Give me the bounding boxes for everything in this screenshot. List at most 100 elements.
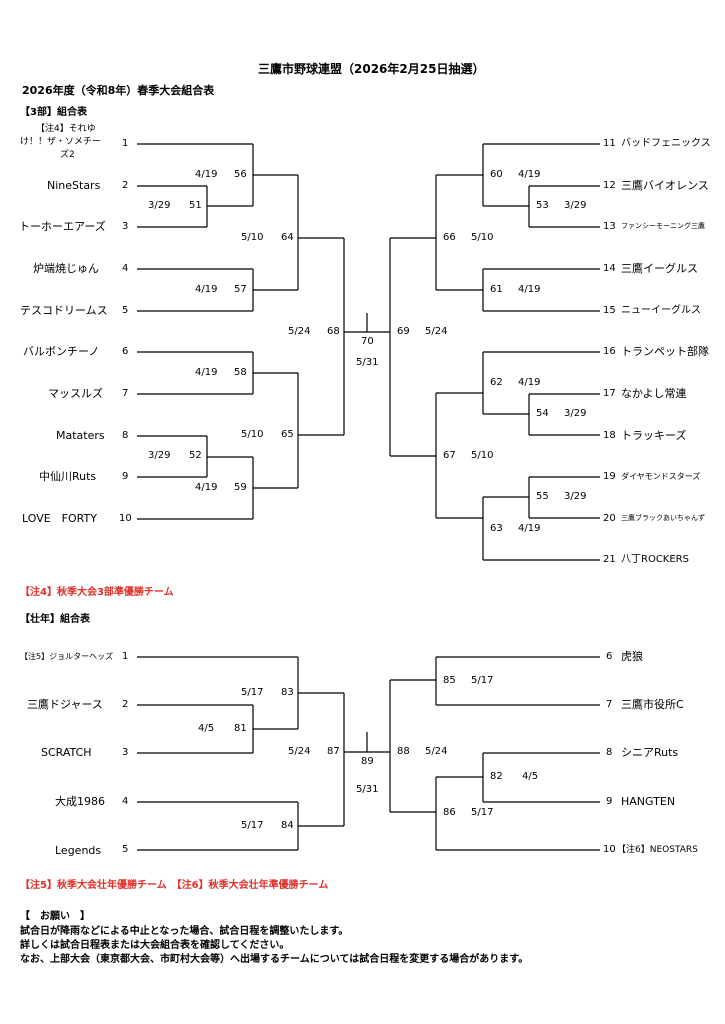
team-name: 大成1986 [55,795,105,808]
game-date: 4/5 [198,723,215,734]
game-number: 64 [281,232,294,243]
team-name: Mataters [56,429,105,442]
game-number: 60 [490,169,503,180]
game-number: 66 [443,232,456,243]
team-name: SCRATCH [41,746,92,759]
team-name: 三鷹イーグルス [621,262,698,275]
game-number: 63 [490,523,503,534]
team-number: 17 [603,388,616,399]
team-number: 12 [603,180,616,191]
game-date: 4/19 [518,284,541,295]
game-date: 5/10 [241,232,264,243]
page-subtitle: 2026年度（令和8年）春季大会組合表 [22,84,215,97]
team-name: なかよし常連 [621,387,687,400]
game-date: 5/24 [425,746,448,757]
div3-label: 【3部】組合表 [20,107,87,118]
game-date: 4/5 [522,771,539,782]
team-name: け！！ザ・ソメチー [20,137,102,147]
game-date: 3/29 [148,200,171,211]
game-date: 3/29 [564,200,587,211]
game-number: 52 [189,450,202,461]
team-number: 7 [122,388,129,399]
game-number: 58 [234,367,247,378]
team-number: 16 [603,346,616,357]
team-number: 10 [119,513,132,524]
team-name: 三鷹市役所C [621,698,684,711]
team-name: NineStars [47,179,101,192]
team-number: 5 [122,844,129,855]
senior-label: 【壮年】組合表 [20,614,90,625]
game-date: 5/17 [241,820,264,831]
team-number: 2 [122,180,129,191]
team-name: バルボンチーノ [23,345,100,358]
team-name: ダイヤモンドスターズ [621,472,701,481]
game-date: 3/29 [564,491,587,502]
team-name: 三鷹ドジャース [27,698,103,711]
team-name: バッドフェニックス [621,138,711,149]
team-name: 三鷹ブラックあいちゃんず [621,514,705,522]
game-date: 5/24 [425,326,448,337]
team-name: 三鷹バイオレンス [621,179,709,192]
team-number: 10 [603,844,616,855]
game-number: 61 [490,284,503,295]
team-number: 3 [122,747,129,758]
game-number: 87 [327,746,340,757]
team-number: 18 [603,430,616,441]
game-number: 89 [361,756,374,767]
game-date: 5/10 [471,232,494,243]
game-number: 86 [443,807,456,818]
page-title: 三鷹市野球連盟（2026年2月25日抽選） [258,62,485,76]
game-number: 51 [189,200,202,211]
game-number: 84 [281,820,294,831]
team-name: 虎狼 [621,650,643,663]
team-name: トーホーエアーズ [19,220,106,233]
team-name: 八丁ROCKERS [621,554,689,565]
team-number: 19 [603,471,616,482]
game-number: 88 [397,746,410,757]
game-date: 4/19 [195,284,218,295]
team-number: 6 [122,346,129,357]
team-number: 8 [122,430,129,441]
request-heading: 【 お願い 】 [20,911,90,922]
team-number: 8 [606,747,613,758]
team-number: 11 [603,138,616,149]
team-name: シニアRuts [621,746,679,759]
team-number: 13 [603,221,616,232]
game-date: 3/29 [148,450,171,461]
request-line: なお、上部大会（東京都大会、市町村大会等）へ出場するチームについては試合日程を変… [20,954,529,965]
team-number: 21 [603,554,616,565]
game-date: 3/29 [564,408,587,419]
team-name: 【注6】NEOSTARS [617,845,698,855]
team-name: 炉端焼じゅん [33,262,99,275]
game-number: 82 [490,771,503,782]
team-name: トランペット部隊 [621,345,709,358]
game-number: 83 [281,687,294,698]
game-number: 62 [490,377,503,388]
team-name: 【注4】それゆ [36,124,96,134]
team-number: 15 [603,305,616,316]
game-date: 4/19 [195,482,218,493]
game-number: 56 [234,169,247,180]
team-name: LOVE FORTY [22,512,97,525]
team-name: テスコドリームス [20,304,108,317]
game-number: 59 [234,482,247,493]
team-number: 4 [122,263,129,274]
team-number: 4 [122,796,129,807]
team-number: 7 [606,699,613,710]
team-number: 6 [606,651,613,662]
team-name: トラッキーズ [621,429,687,442]
game-number: 67 [443,450,456,461]
game-date: 5/24 [288,746,311,757]
team-number: 20 [603,513,616,524]
team-name: Legends [55,844,102,857]
game-number: 57 [234,284,247,295]
game-number: 68 [327,326,340,337]
team-number: 9 [606,796,613,807]
game-number: 70 [361,336,374,347]
game-date: 4/19 [518,169,541,180]
game-number: 54 [536,408,549,419]
game-number: 53 [536,200,549,211]
game-number: 65 [281,429,294,440]
team-number: 1 [122,138,129,149]
